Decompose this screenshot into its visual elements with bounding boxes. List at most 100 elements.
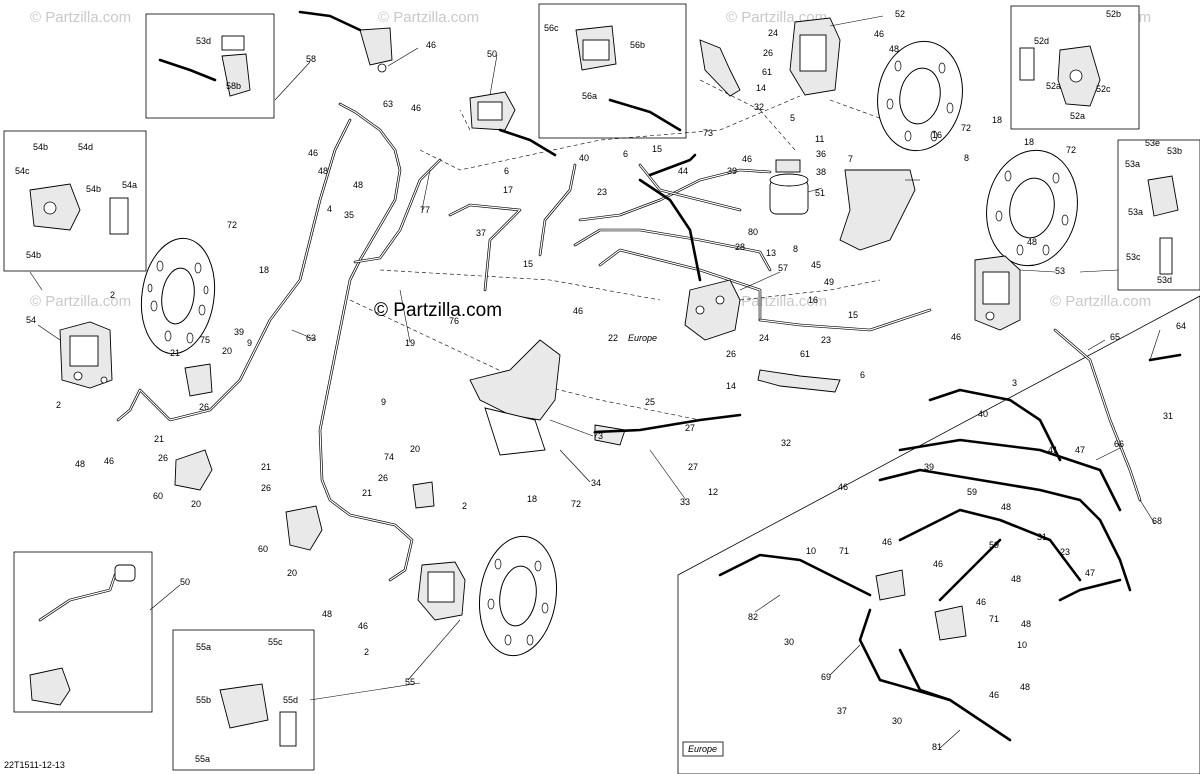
part-number-label: 66: [1114, 439, 1124, 449]
part-number-label: 53a: [1128, 207, 1143, 217]
part-number-label: 46: [976, 597, 986, 607]
part-number-label: 76: [449, 316, 459, 326]
part-number-label: 48: [1027, 237, 1037, 247]
part-number-label: 54b: [26, 250, 41, 260]
part-number-label: 2: [110, 290, 115, 300]
part-number-label: 8: [793, 244, 798, 254]
part-number-label: 7: [848, 154, 853, 164]
part-number-label: 4: [327, 204, 332, 214]
part-number-label: 46: [933, 559, 943, 569]
part-number-label: 10: [806, 546, 816, 556]
part-number-label: 16: [932, 130, 942, 140]
part-number-label: 46: [742, 154, 752, 164]
inset-50-parts: [29, 564, 136, 706]
watermark: © Partzilla.com: [726, 293, 827, 310]
part-number-label: 31: [1037, 532, 1047, 542]
part-number-label: 50: [487, 49, 497, 59]
part-number-label: 69: [821, 672, 831, 682]
inset-boxes: Europe: [3, 3, 1200, 774]
part-number-label: 46: [573, 306, 583, 316]
part-number-label: 81: [932, 742, 942, 752]
part-number-label: 18: [259, 265, 269, 275]
heat-shield-32: [757, 369, 841, 393]
part-number-label: 20: [191, 499, 201, 509]
part-number-label: 37: [837, 706, 847, 716]
part-number-label: 18: [1024, 137, 1034, 147]
part-number-label: 53d: [196, 36, 211, 46]
part-number-label: 47: [1075, 445, 1085, 455]
part-number-label: 15: [652, 144, 662, 154]
part-number-label: 21: [261, 462, 271, 472]
part-number-label: 11: [815, 134, 824, 144]
part-number-label: 39: [924, 462, 934, 472]
part-number-label: 39: [727, 166, 737, 176]
part-number-label: 52b: [1106, 9, 1121, 19]
abs-module-22: [684, 279, 741, 341]
part-number-label: 38: [816, 167, 826, 177]
part-number-label: 55: [405, 677, 415, 687]
part-number-label: 16: [808, 295, 818, 305]
part-number-label: 15: [523, 259, 533, 269]
part-number-label: 21: [170, 348, 180, 358]
part-number-label: 50: [180, 577, 190, 587]
part-number-label: 19: [405, 338, 415, 348]
part-number-label: 20: [410, 444, 420, 454]
part-number-label: 52c: [1096, 84, 1111, 94]
part-number-label: 22: [608, 333, 618, 343]
europe-tag: [682, 741, 724, 757]
part-number-label: 46: [989, 690, 999, 700]
part-number-label: 56a: [582, 91, 597, 101]
part-number-label: 2: [56, 400, 61, 410]
part-number-label: 26: [726, 349, 736, 359]
bracket-32-top: [699, 39, 741, 97]
part-number-label: 72: [227, 220, 237, 230]
bracket-45: [839, 169, 916, 251]
part-number-label: 53a: [1125, 159, 1140, 169]
part-number-label: 35: [344, 210, 354, 220]
part-number-label: 41: [1048, 445, 1058, 455]
part-number-label: 40: [978, 409, 988, 419]
part-number-label: 61: [762, 67, 772, 77]
part-number-label: 47: [1085, 568, 1095, 578]
part-number-label: 33: [680, 497, 690, 507]
part-number-label: 46: [308, 148, 318, 158]
reservoir-51: [769, 159, 809, 215]
center-watermark: © Partzilla.com: [374, 300, 502, 321]
part-number-label: 25: [645, 397, 655, 407]
bracket-60-upper: [174, 449, 213, 491]
part-number-label: 24: [759, 333, 769, 343]
brake-disc: [140, 237, 216, 355]
part-number-label: 56c: [544, 23, 559, 33]
part-number-label: 59: [967, 487, 977, 497]
part-number-label: 55c: [268, 637, 283, 647]
part-number-label: 59: [989, 540, 999, 550]
part-number-label: 54b: [33, 142, 48, 152]
part-number-label: 48: [889, 44, 899, 54]
part-number-label: 55b: [196, 695, 211, 705]
front-right-caliper: [974, 255, 1021, 331]
part-number-label: 12: [708, 487, 718, 497]
part-number-label: 53b: [1167, 146, 1182, 156]
part-number-label: 56b: [630, 40, 645, 50]
part-number-label: 8: [964, 153, 969, 163]
part-number-label: 26: [261, 483, 271, 493]
europe-label: Europe: [628, 333, 657, 343]
master-cylinder-lever-58: [298, 10, 393, 73]
abs-europe-upper: [875, 569, 906, 601]
bracket-60-lower: [285, 505, 323, 551]
part-number-label: 63: [383, 99, 393, 109]
part-number-label: 48: [1021, 619, 1031, 629]
part-number-label: 14: [726, 381, 736, 391]
inset-58-master-cylinder: [145, 13, 275, 119]
part-number-label: 54c: [15, 166, 30, 176]
part-number-label: 2: [364, 647, 369, 657]
watermark: © Partzilla.com: [30, 9, 131, 26]
part-number-label: 57: [778, 263, 788, 273]
part-number-label: 58b: [226, 81, 241, 91]
part-number-label: 73: [703, 128, 713, 138]
part-number-label: 72: [961, 123, 971, 133]
inset-52-parts: [1019, 45, 1101, 107]
part-number-label: 52d: [1034, 36, 1049, 46]
part-number-label: 27: [688, 462, 698, 472]
